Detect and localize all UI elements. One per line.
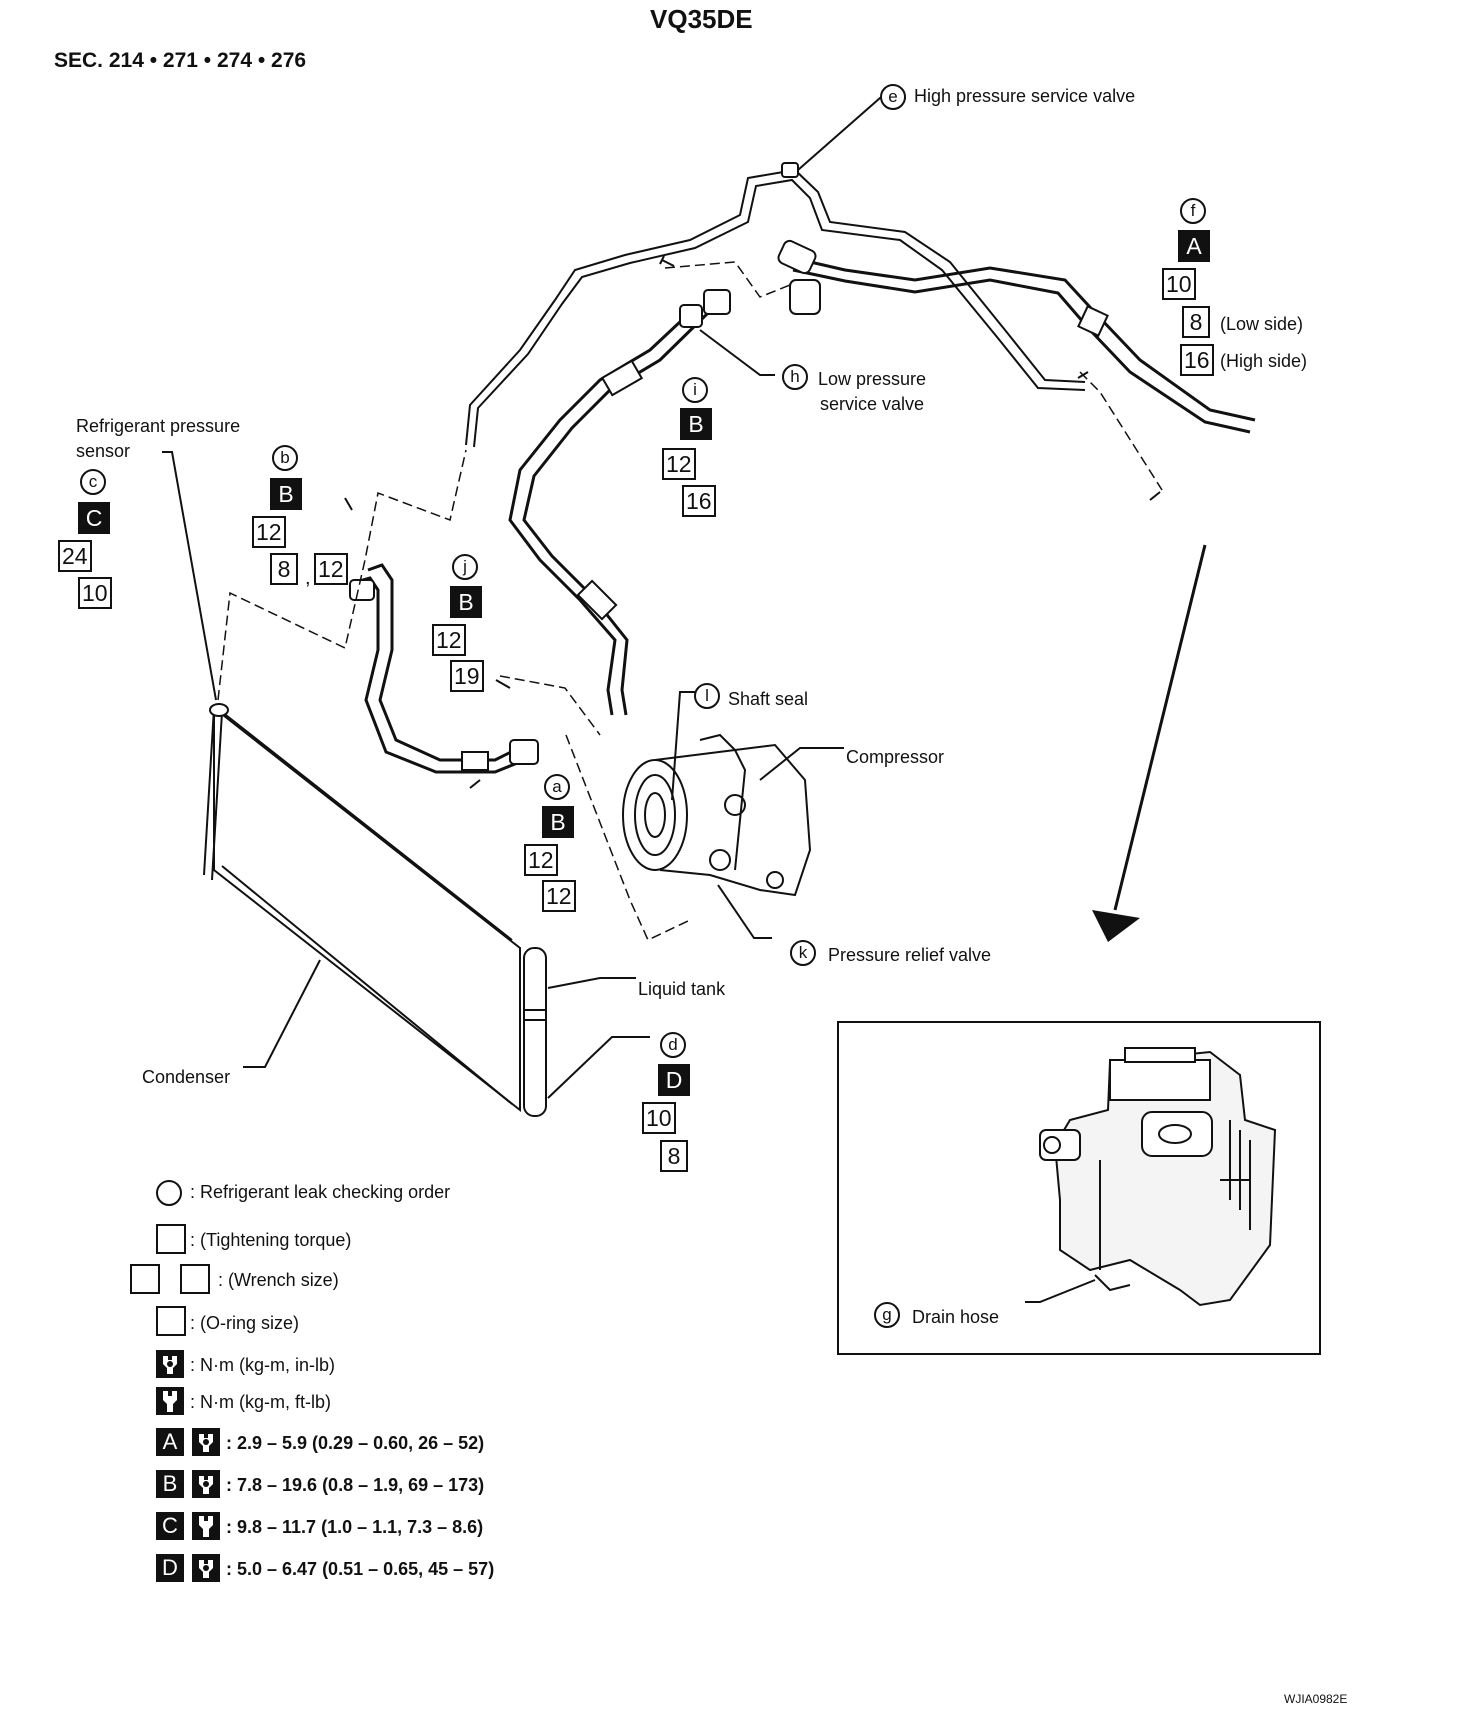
torque-badge-b: B xyxy=(270,478,302,510)
oring-size-f-high: 16 xyxy=(1180,344,1214,376)
label-sensor-2: sensor xyxy=(76,441,131,461)
diagram-title: VQ35DE xyxy=(650,4,753,34)
suction-hose xyxy=(508,303,700,716)
callout-c: c xyxy=(80,469,106,495)
oring-size-b-2: 12 xyxy=(314,553,348,585)
legend-oring: : (O-ring size) xyxy=(190,1313,300,1333)
label-sensor-1: Refrigerant pressure xyxy=(76,416,241,436)
wrench-size-a: 12 xyxy=(524,844,558,876)
legend-spec-D: : 5.0 – 6.47 (0.51 – 0.65, 45 – 57) xyxy=(226,1559,495,1579)
legend-spec-A: : 2.9 – 5.9 (0.29 – 0.60, 26 – 52) xyxy=(226,1433,485,1453)
label-liquid-tank: Liquid tank xyxy=(638,979,726,999)
section-reference: SEC. 214 • 271 • 274 • 276 xyxy=(54,49,307,72)
oring-size-c: 10 xyxy=(78,577,112,609)
oring-size-a: 12 xyxy=(542,880,576,912)
callout-h: h xyxy=(782,364,808,390)
callout-a: a xyxy=(544,774,570,800)
torque-wrench-inlb-icon xyxy=(156,1350,184,1378)
legend-leak-order: : Refrigerant leak checking order xyxy=(190,1182,451,1202)
legend-wrench-symbol-2 xyxy=(180,1264,210,1294)
torque-badge-j: B xyxy=(450,586,482,618)
view-arrow xyxy=(1092,544,1207,942)
legend-spec-B: : 7.8 – 19.6 (0.8 – 1.9, 69 – 173) xyxy=(226,1475,485,1495)
label-compressor: Compressor xyxy=(846,747,945,767)
oring-size-d: 8 xyxy=(660,1140,688,1172)
legend-nm-ftlb: : N·m (kg-m, ft-lb) xyxy=(190,1392,331,1412)
condenser xyxy=(203,703,521,1113)
wrench-size-i: 12 xyxy=(662,448,696,480)
torque-wrench-inlb-icon xyxy=(192,1554,220,1582)
wrench-size-c: 24 xyxy=(58,540,92,572)
callout-l: l xyxy=(694,683,720,709)
torque-badge-f: A xyxy=(1178,230,1210,262)
legend-letter-B: B xyxy=(156,1470,184,1498)
callout-f: f xyxy=(1180,198,1206,224)
torque-wrench-ftlb-icon xyxy=(156,1387,184,1415)
low-pressure-hose xyxy=(792,256,1256,422)
legend-nm-inlb: : N·m (kg-m, in-lb) xyxy=(190,1355,335,1375)
label-shaft-seal: Shaft seal xyxy=(728,689,809,709)
legend-tightening: : (Tightening torque) xyxy=(190,1230,352,1250)
label-high-side: (High side) xyxy=(1220,351,1308,371)
discharge-hose xyxy=(367,563,516,762)
oring-size-b-1: 8 xyxy=(270,553,298,585)
legend-letter-A: A xyxy=(156,1428,184,1456)
legend-torque-symbol xyxy=(156,1224,186,1254)
callout-e: e xyxy=(880,84,906,110)
legend-circle-symbol xyxy=(156,1180,182,1206)
compressor xyxy=(622,733,812,897)
label-high-pressure-valve: High pressure service valve xyxy=(914,86,1136,106)
oring-size-i: 16 xyxy=(682,485,716,517)
label-pressure-relief-valve: Pressure relief valve xyxy=(828,945,992,965)
legend-wrench: : (Wrench size) xyxy=(218,1270,339,1290)
callout-k: k xyxy=(790,940,816,966)
torque-wrench-inlb-icon xyxy=(192,1428,220,1456)
wrench-size-f: 10 xyxy=(1162,268,1196,300)
liquid-tank xyxy=(523,947,547,1117)
oring-size-f-low: 8 xyxy=(1182,306,1210,338)
label-low-pressure-valve-2: service valve xyxy=(820,394,925,414)
label-drain-hose: Drain hose xyxy=(912,1307,1000,1327)
legend-letter-D: D xyxy=(156,1554,184,1582)
torque-badge-d: D xyxy=(658,1064,690,1096)
torque-wrench-inlb-icon xyxy=(192,1470,220,1498)
wrench-size-d: 10 xyxy=(642,1102,676,1134)
label-condenser: Condenser xyxy=(142,1067,231,1087)
hvac-unit xyxy=(1039,1047,1277,1307)
callout-i: i xyxy=(682,377,708,403)
label-low-side: (Low side) xyxy=(1220,314,1304,334)
torque-badge-i: B xyxy=(680,408,712,440)
legend-oring-symbol xyxy=(156,1306,186,1336)
wrench-size-j: 12 xyxy=(432,624,466,656)
figure-id: WJIA0982E xyxy=(1284,1692,1348,1706)
callout-d: d xyxy=(660,1032,686,1058)
callout-j: j xyxy=(452,554,478,580)
label-low-pressure-valve-1: Low pressure xyxy=(818,369,927,389)
legend-letter-C: C xyxy=(156,1512,184,1540)
label-comma: , xyxy=(305,567,311,589)
legend-wrench-symbol-1 xyxy=(130,1264,160,1294)
legend-spec-C: : 9.8 – 11.7 (1.0 – 1.1, 7.3 – 8.6) xyxy=(226,1517,484,1537)
torque-wrench-ftlb-icon xyxy=(192,1512,220,1540)
torque-badge-a: B xyxy=(542,806,574,838)
oring-size-j: 19 xyxy=(450,660,484,692)
callout-b: b xyxy=(272,445,298,471)
torque-badge-c: C xyxy=(78,502,110,534)
callout-g: g xyxy=(874,1302,900,1328)
inset-frame xyxy=(837,1021,1321,1355)
wrench-size-b: 12 xyxy=(252,516,286,548)
